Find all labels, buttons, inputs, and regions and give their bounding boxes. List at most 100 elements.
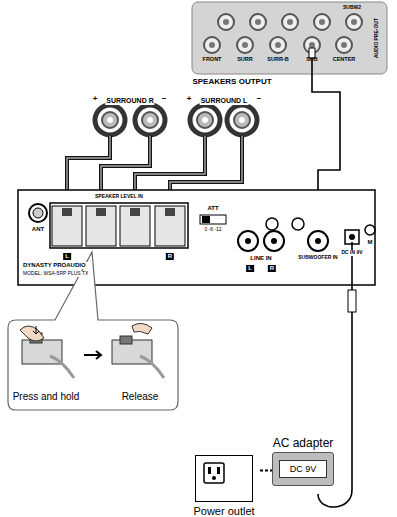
circle-shape bbox=[349, 234, 355, 240]
path-shape bbox=[132, 323, 152, 334]
jack-label: SURR-B bbox=[267, 56, 288, 62]
circle-shape bbox=[346, 14, 362, 30]
switch-label: ATT bbox=[206, 205, 219, 212]
jack-label: SUBW2 bbox=[343, 5, 361, 11]
knob-label: M bbox=[367, 239, 374, 246]
rect-shape bbox=[200, 215, 226, 224]
polarity-sign: + bbox=[186, 95, 193, 104]
channel-label: R bbox=[268, 265, 276, 272]
circle-shape bbox=[197, 112, 213, 128]
jack-label: SUB bbox=[306, 56, 318, 62]
polarity-sign: + bbox=[92, 95, 99, 104]
rect-shape bbox=[120, 336, 132, 344]
circle-shape bbox=[204, 37, 220, 53]
g-shape bbox=[209, 19, 357, 48]
rect-shape bbox=[348, 290, 356, 312]
rect-shape bbox=[18, 190, 375, 285]
g-shape bbox=[95, 105, 257, 135]
circle-shape bbox=[365, 225, 375, 235]
circle-shape bbox=[351, 19, 357, 25]
circle-shape bbox=[223, 19, 229, 25]
circle-shape bbox=[107, 117, 113, 123]
g-shape bbox=[245, 238, 321, 244]
jack-label: SURR bbox=[237, 56, 253, 62]
jack-label: SUBWOOFER IN bbox=[297, 255, 338, 261]
circle-shape bbox=[147, 117, 153, 123]
outlet-plate bbox=[195, 455, 253, 502]
section-title: SPEAKERS OUTPUT bbox=[191, 78, 272, 87]
adapter-body: DC 9V bbox=[272, 452, 334, 486]
rect-shape bbox=[52, 206, 82, 246]
terminal-label: SURROUND R bbox=[105, 97, 154, 105]
path-shape bbox=[8, 252, 178, 410]
jack-label: CENTER bbox=[333, 56, 356, 62]
jack-label: DC IN 9V bbox=[340, 250, 363, 256]
channel-label: L bbox=[63, 253, 71, 260]
jack-label: LINE IN bbox=[249, 255, 272, 262]
rect-shape bbox=[62, 208, 72, 216]
outlet-label: Power outlet bbox=[188, 505, 260, 517]
path-shape bbox=[312, 50, 340, 200]
rect-shape bbox=[50, 203, 188, 248]
jack-label: FRONT bbox=[203, 56, 222, 62]
circle-shape bbox=[142, 112, 158, 128]
g-shape bbox=[107, 117, 245, 123]
g-shape bbox=[62, 208, 175, 216]
circle-shape bbox=[202, 117, 208, 123]
circle-shape bbox=[250, 14, 266, 30]
panel-label: AUDIO PRE-OUT bbox=[374, 18, 380, 58]
subwoofer-amp-panel bbox=[18, 190, 375, 285]
rect-shape bbox=[120, 206, 150, 246]
model-name: MODEL: WSA-5RP PLUS TX bbox=[22, 271, 89, 277]
brand-name: DYNASTY PROAUDIO bbox=[22, 262, 87, 269]
rect-shape bbox=[86, 206, 116, 246]
channel-label: L bbox=[246, 265, 254, 272]
circle-shape bbox=[33, 208, 43, 218]
step-caption: Release bbox=[121, 391, 160, 402]
terminal-inset bbox=[8, 252, 178, 410]
circle-shape bbox=[264, 231, 284, 251]
ac-adapter: AC adapter DC 9V bbox=[272, 436, 334, 486]
path-shape bbox=[84, 351, 101, 359]
polarity-sign: − bbox=[256, 95, 263, 104]
circle-shape bbox=[95, 105, 125, 135]
circle-shape bbox=[237, 37, 253, 53]
circle-shape bbox=[190, 105, 220, 135]
g-shape bbox=[52, 206, 185, 246]
circle-shape bbox=[271, 238, 277, 244]
circle-shape bbox=[292, 218, 304, 230]
circle-shape bbox=[309, 42, 315, 48]
rect-shape bbox=[192, 2, 387, 74]
circle-shape bbox=[341, 42, 347, 48]
circle-shape bbox=[315, 238, 321, 244]
circle-shape bbox=[287, 19, 293, 25]
step-caption: Press and hold bbox=[12, 391, 81, 402]
rect-shape bbox=[345, 230, 359, 244]
circle-shape bbox=[242, 42, 248, 48]
circle-shape bbox=[29, 204, 47, 222]
path-shape bbox=[20, 326, 44, 341]
circle-shape bbox=[238, 231, 258, 251]
path-shape bbox=[50, 356, 74, 378]
jack-label: ANT bbox=[31, 226, 45, 233]
circle-shape bbox=[255, 19, 261, 25]
g-shape bbox=[238, 231, 328, 251]
g-shape bbox=[102, 112, 250, 128]
circle-shape bbox=[239, 117, 245, 123]
outlet-icon bbox=[196, 456, 252, 501]
plug-connector bbox=[260, 470, 272, 471]
polarity-sign: − bbox=[161, 95, 168, 104]
rect-shape bbox=[130, 208, 140, 216]
rect-shape bbox=[165, 208, 175, 216]
adapter-heading: AC adapter bbox=[272, 436, 334, 450]
path-shape bbox=[140, 356, 164, 378]
power-outlet: Power outlet bbox=[188, 455, 260, 517]
channel-label: R bbox=[166, 253, 174, 260]
receiver-panel bbox=[192, 2, 387, 74]
circle-shape bbox=[319, 19, 325, 25]
g-shape bbox=[204, 14, 362, 53]
circle-shape bbox=[270, 37, 286, 53]
speaker-terminals bbox=[95, 105, 257, 135]
circle-shape bbox=[227, 105, 257, 135]
